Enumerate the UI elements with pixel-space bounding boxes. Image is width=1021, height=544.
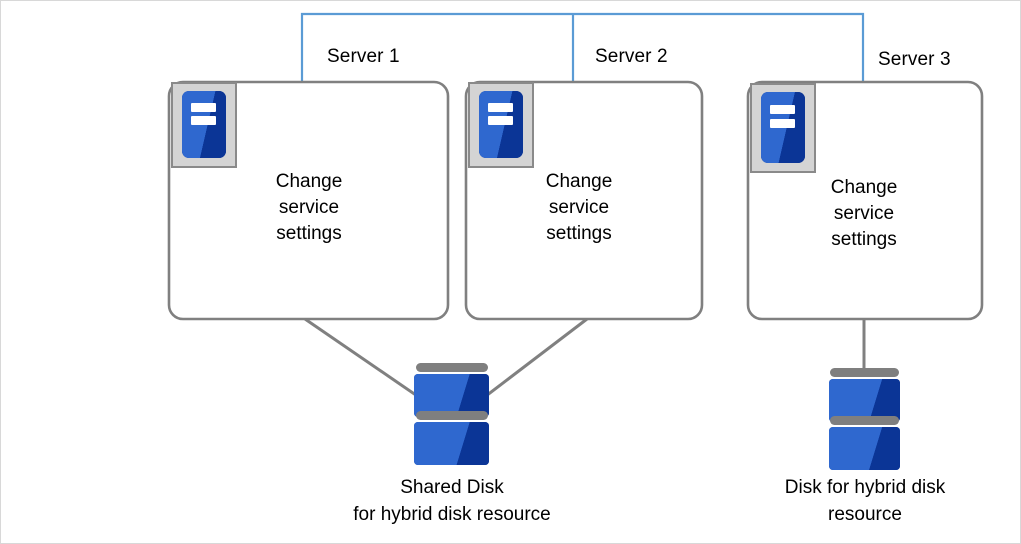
disk-caption-right: Disk for hybrid disk resource bbox=[784, 477, 946, 525]
server-icon-bar bbox=[487, 116, 513, 126]
disk-rib bbox=[415, 411, 488, 420]
server-icon bbox=[171, 82, 237, 168]
disk-rib bbox=[830, 368, 899, 377]
disk-rib bbox=[830, 416, 899, 425]
server-icon-bar bbox=[769, 104, 795, 114]
server-icon-bar bbox=[769, 118, 795, 129]
server-icon-body bbox=[479, 91, 523, 158]
server-icon-bar bbox=[190, 116, 216, 126]
server-icon-body bbox=[182, 91, 226, 158]
disk-rib bbox=[415, 363, 488, 372]
disk-plate bbox=[829, 379, 900, 422]
server-icon-bar bbox=[190, 103, 216, 112]
disk-icon[interactable] bbox=[414, 363, 489, 465]
disk-plate bbox=[414, 422, 489, 465]
disk-caption-shared: Shared Disk for hybrid disk resource bbox=[353, 477, 551, 525]
server-box-label-2: Change service settings bbox=[545, 171, 613, 244]
disk-plate bbox=[414, 374, 489, 417]
server-box-label-3: Change service settings bbox=[830, 177, 898, 250]
server-box-1[interactable] bbox=[167, 80, 450, 321]
server-title-1: Server 1 bbox=[327, 46, 400, 67]
server-title-2: Server 2 bbox=[595, 46, 668, 67]
server-title-3: Server 3 bbox=[878, 49, 951, 70]
server-icon-bar bbox=[487, 103, 513, 112]
server-box-label-1: Change service settings bbox=[275, 171, 343, 244]
disk-plate bbox=[829, 427, 900, 470]
server-icon-body bbox=[761, 92, 805, 163]
cluster-bracket bbox=[300, 12, 865, 81]
disk-icon[interactable] bbox=[829, 368, 900, 470]
server-icon bbox=[750, 83, 816, 173]
server-icon bbox=[468, 82, 534, 168]
